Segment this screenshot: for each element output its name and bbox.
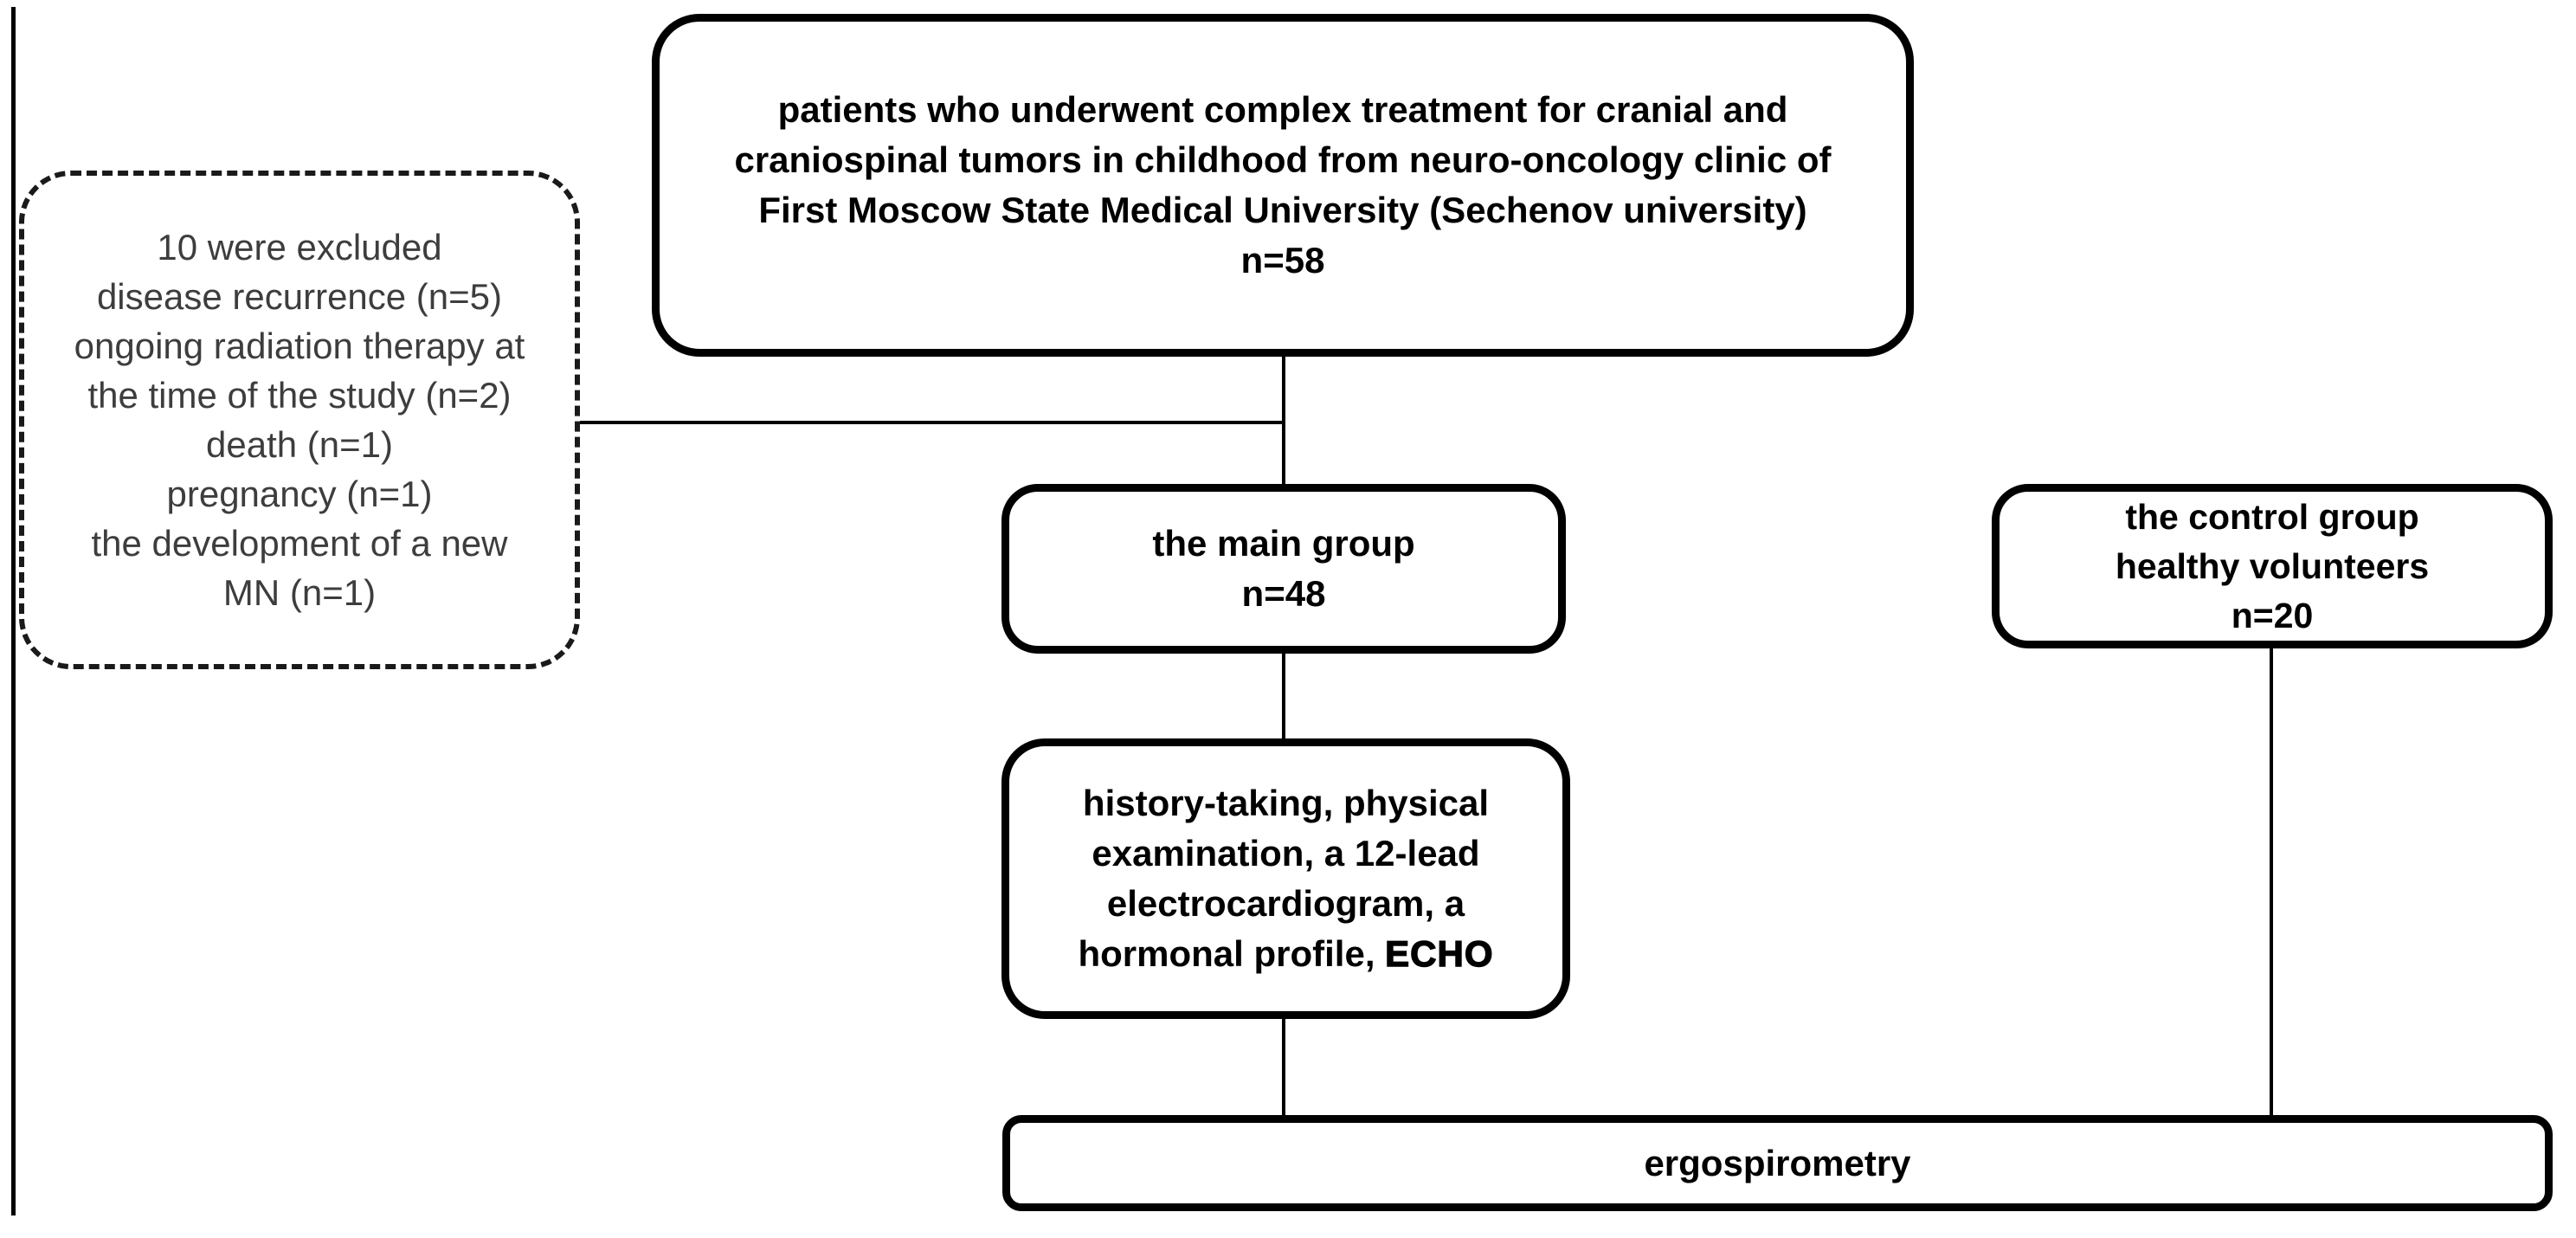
connector-control-group-to-ergospirometry-line: [2270, 645, 2273, 1119]
box-source-population-text: patients who underwent complex treatment…: [734, 89, 1832, 280]
connector-main-group-to-assessment-line: [1282, 650, 1285, 742]
box-source-population: patients who underwent complex treatment…: [652, 14, 1914, 357]
connector-excluded-branch-line: [577, 421, 1285, 424]
box-exclusions: 10 were excluded disease recurrence (n=5…: [19, 171, 580, 669]
box-baseline-assessment-text: history-taking, physical examination, a …: [1078, 778, 1493, 979]
box-baseline-assessment-echo-emphasis: ECHO: [1384, 932, 1494, 974]
box-ergospirometry-text: ergospirometry: [1644, 1142, 1911, 1183]
box-control-group-text: the control group healthy volunteers n=2…: [2115, 496, 2430, 635]
box-control-group: the control group healthy volunteers n=2…: [1992, 484, 2553, 648]
box-baseline-assessment: history-taking, physical examination, a …: [1001, 738, 1570, 1019]
box-main-group-text: the main group n=48: [1152, 523, 1415, 614]
box-exclusions-text: 10 were excluded disease recurrence (n=5…: [74, 227, 525, 613]
connector-assessment-to-ergospirometry-line: [1282, 1016, 1285, 1119]
box-main-group: the main group n=48: [1001, 484, 1566, 654]
box-ergospirometry: ergospirometry: [1002, 1115, 2553, 1211]
box-baseline-assessment-body: history-taking, physical examination, a …: [1078, 783, 1490, 974]
left-figure-border-line: [11, 7, 16, 1215]
